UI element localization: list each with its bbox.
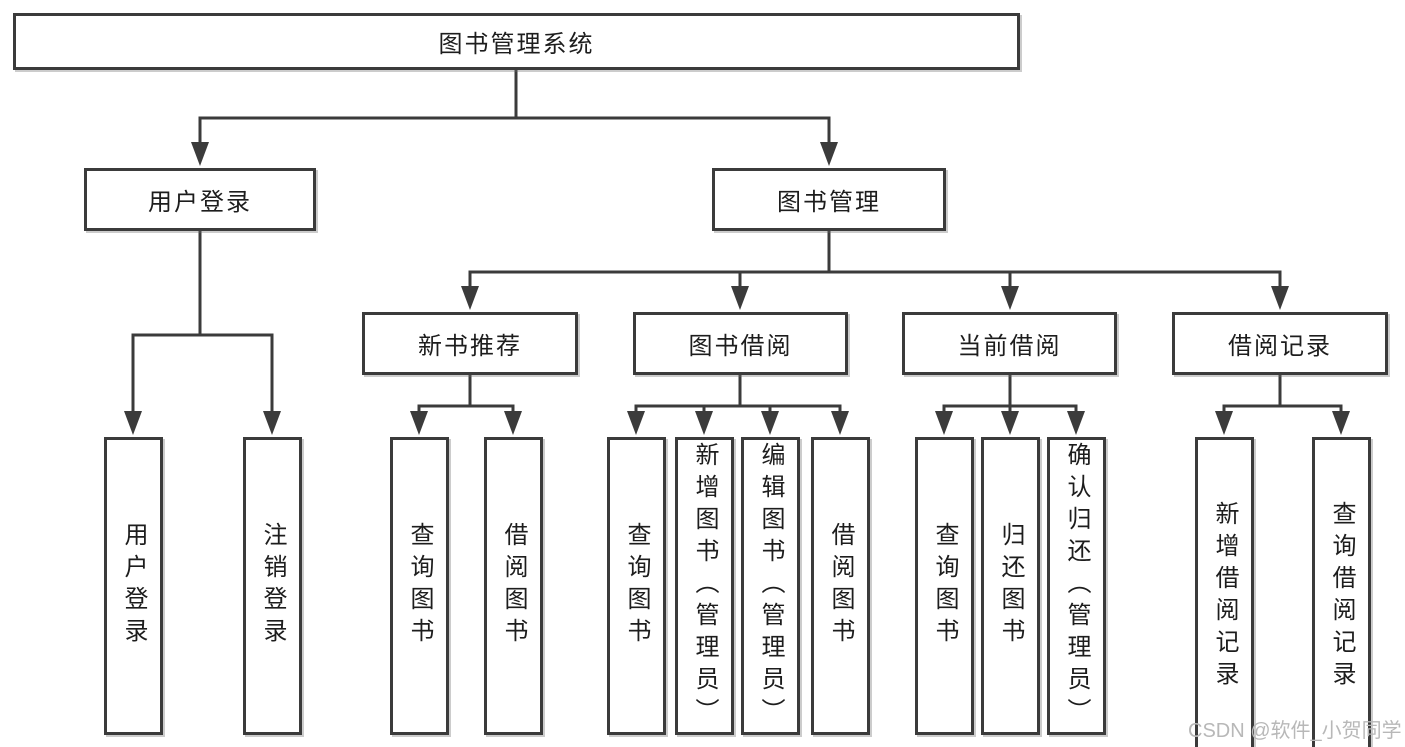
node-logout: 注销登录	[243, 437, 302, 735]
node-label: 归还图书	[997, 522, 1024, 650]
node-label: 编辑图书（管理员）	[757, 442, 784, 730]
node-borrowing-records: 借阅记录	[1172, 312, 1388, 375]
node-new-book-recommend: 新书推荐	[362, 312, 578, 375]
node-return-books: 归还图书	[981, 437, 1040, 735]
node-label: 新增借阅记录	[1211, 501, 1238, 693]
node-book-management: 图书管理	[712, 168, 946, 231]
node-add-borrow-record: 新增借阅记录	[1195, 437, 1254, 747]
node-label: 当前借阅	[957, 333, 1062, 360]
node-label: 图书管理	[777, 189, 881, 216]
node-user-login-action: 用户登录	[104, 437, 163, 735]
node-label: 新书推荐	[418, 333, 522, 360]
node-label: 查询图书	[623, 522, 650, 650]
node-label: 查询借阅记录	[1328, 501, 1355, 693]
node-add-books-admin: 新增图书（管理员）	[675, 437, 734, 735]
node-label: 借阅图书	[500, 522, 527, 650]
node-user-login: 用户登录	[84, 168, 316, 231]
node-query-books-recommend: 查询图书	[390, 437, 449, 735]
node-confirm-return-admin: 确认归还（管理员）	[1047, 437, 1106, 735]
node-label: 图书借阅	[688, 333, 793, 360]
node-edit-books-admin: 编辑图书（管理员）	[741, 437, 800, 735]
node-borrow-books-borrowing: 借阅图书	[811, 437, 870, 735]
node-label: 借阅图书	[827, 522, 854, 650]
node-label: 新增图书（管理员）	[691, 442, 718, 730]
node-label: 注销登录	[259, 522, 286, 650]
node-label: 用户登录	[120, 522, 147, 650]
node-label: 用户登录	[148, 189, 252, 216]
arrowheads	[124, 142, 1350, 435]
node-query-books-current: 查询图书	[915, 437, 974, 735]
node-query-books-borrowing: 查询图书	[607, 437, 666, 735]
watermark-csdn: CSDN @软件_小贺同学	[1188, 720, 1402, 742]
node-label: 图书管理系统	[438, 31, 595, 58]
node-query-borrow-record: 查询借阅记录	[1312, 437, 1371, 747]
node-book-borrowing: 图书借阅	[633, 312, 848, 375]
node-borrow-books-recommend: 借阅图书	[484, 437, 543, 735]
node-label: 查询图书	[406, 522, 433, 650]
node-book-management-system: 图书管理系统	[13, 13, 1020, 70]
node-label: 确认归还（管理员）	[1063, 442, 1090, 730]
node-label: 查询图书	[931, 522, 958, 650]
node-current-borrowing: 当前借阅	[902, 312, 1117, 375]
node-label: 借阅记录	[1228, 333, 1332, 360]
